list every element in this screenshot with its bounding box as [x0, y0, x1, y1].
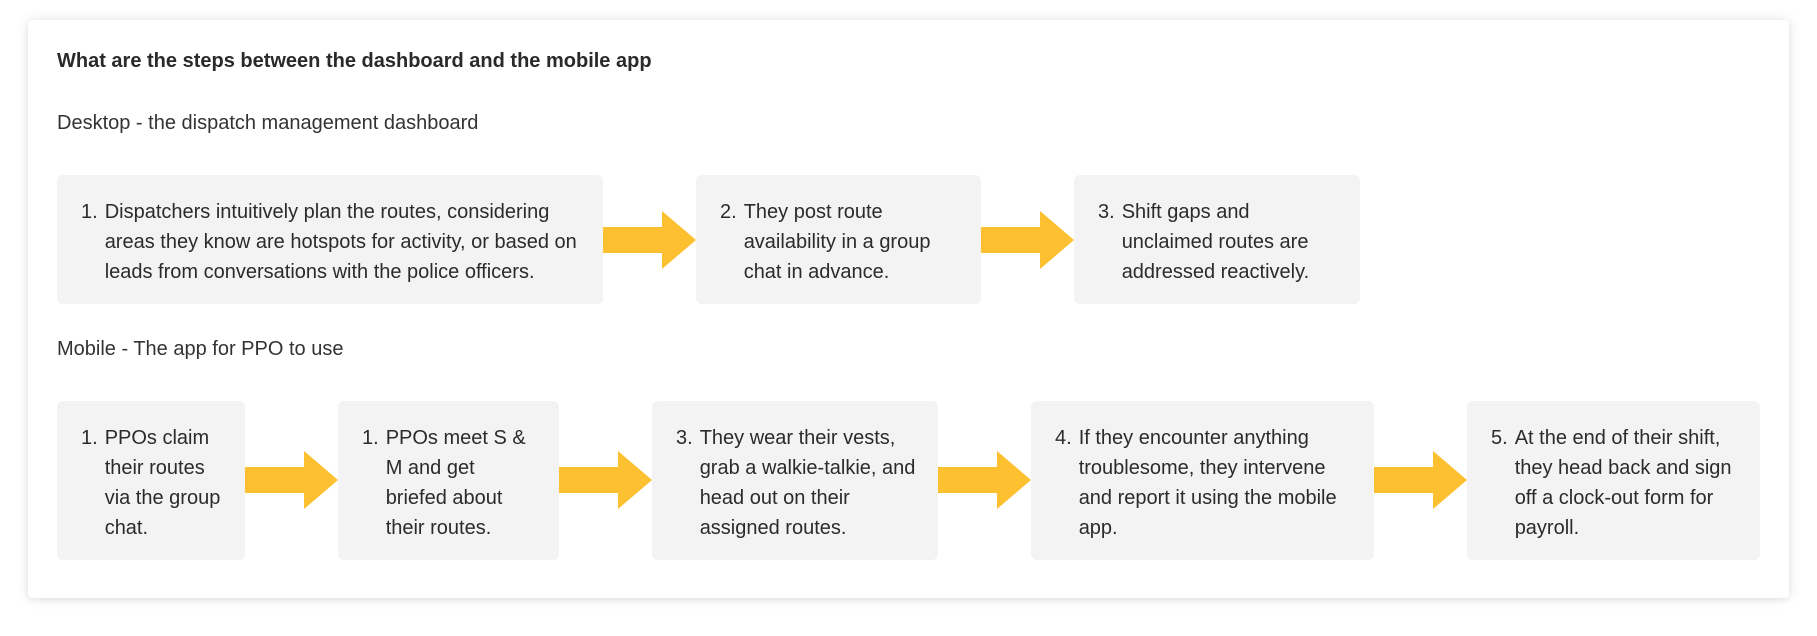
- step-number: 4.: [1055, 427, 1072, 449]
- step-text: They post route availability in a group …: [743, 201, 931, 283]
- mobile-step-2-box: 1. PPOs meet S & M and get briefed about…: [338, 401, 559, 560]
- step-number: 1.: [81, 201, 98, 223]
- step-number: 3.: [676, 427, 693, 449]
- mobile-step-3-box: 3. They wear their vests, grab a walkie-…: [652, 401, 938, 560]
- step-number: 2.: [720, 201, 737, 223]
- right-arrow-icon: [981, 211, 1074, 269]
- right-arrow-icon: [603, 211, 696, 269]
- step-number: 3.: [1098, 201, 1115, 223]
- desktop-step-3-box: 3. Shift gaps and unclaimed routes are a…: [1074, 175, 1360, 304]
- diagram-heading: What are the steps between the dashboard…: [57, 50, 652, 72]
- step-text: PPOs claim their routes via the group ch…: [104, 427, 221, 539]
- step-number: 1.: [362, 427, 379, 449]
- mobile-step-5-box: 5. At the end of their shift, they head …: [1467, 401, 1760, 560]
- step-text: Shift gaps and unclaimed routes are addr…: [1121, 201, 1310, 283]
- step-number: 5.: [1491, 427, 1508, 449]
- right-arrow-icon: [938, 451, 1031, 509]
- right-arrow-icon: [559, 451, 652, 509]
- mobile-step-4-box: 4. If they encounter anything troublesom…: [1031, 401, 1374, 560]
- desktop-section-label: Desktop - the dispatch management dashbo…: [57, 112, 479, 134]
- step-text: Dispatchers intuitively plan the routes,…: [104, 201, 577, 283]
- desktop-step-1-box: 1. Dispatchers intuitively plan the rout…: [57, 175, 603, 304]
- step-text: PPOs meet S & M and get briefed about th…: [385, 427, 526, 539]
- right-arrow-icon: [1374, 451, 1467, 509]
- mobile-section-label: Mobile - The app for PPO to use: [57, 338, 344, 360]
- mobile-step-1-box: 1. PPOs claim their routes via the group…: [57, 401, 245, 560]
- step-number: 1.: [81, 427, 98, 449]
- step-text: They wear their vests, grab a walkie-tal…: [699, 427, 916, 539]
- step-text: If they encounter anything troublesome, …: [1078, 427, 1337, 539]
- step-text: At the end of their shift, they head bac…: [1514, 427, 1732, 539]
- desktop-step-2-box: 2. They post route availability in a gro…: [696, 175, 981, 304]
- right-arrow-icon: [245, 451, 338, 509]
